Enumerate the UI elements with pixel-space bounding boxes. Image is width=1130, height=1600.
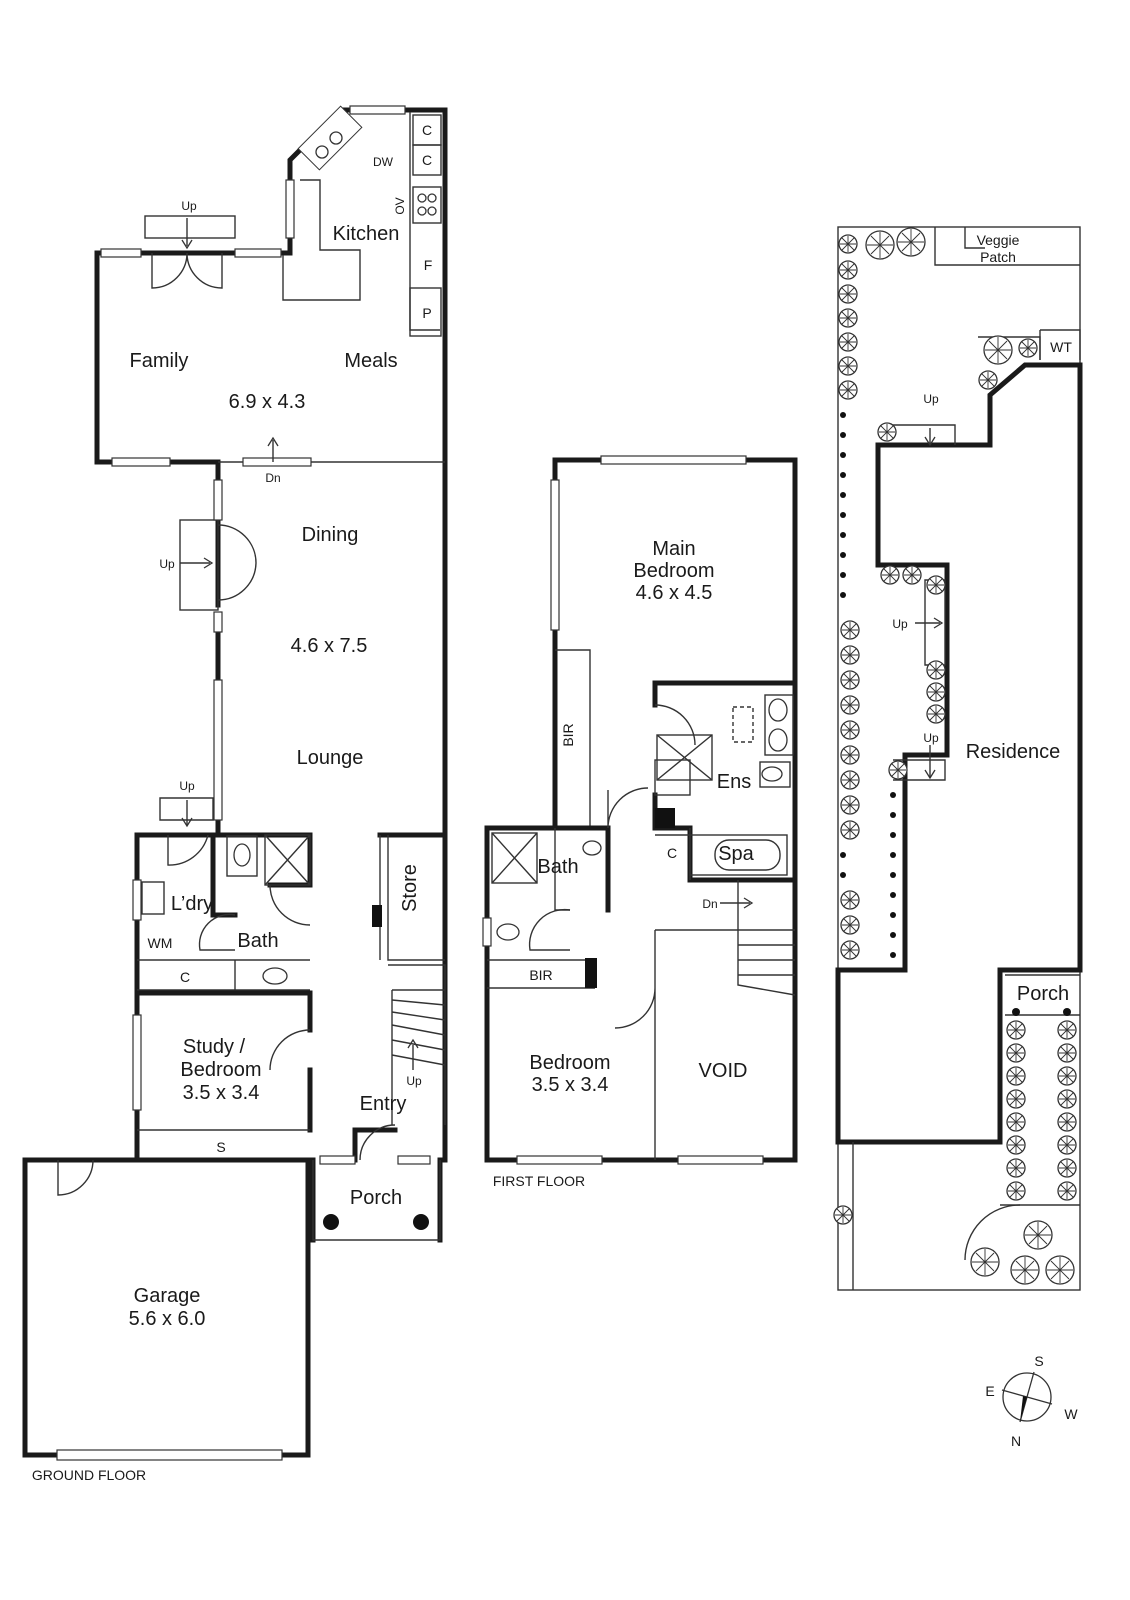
study-label-line1: Study / [183, 1036, 246, 1058]
oven-cooktop [412, 186, 442, 224]
ground-bath-label: Bath [237, 930, 278, 952]
pantry [409, 287, 442, 337]
first-floor-caption: FIRST FLOOR [493, 1173, 585, 1189]
study-s-label: S [216, 1139, 225, 1155]
compass-e-label: E [985, 1383, 994, 1399]
void-label: VOID [699, 1060, 748, 1082]
dining-up-label: Up [159, 557, 175, 571]
entry-label: Entry [360, 1093, 407, 1115]
compass-w-label: W [1064, 1406, 1078, 1422]
site-trees [833, 227, 1077, 1285]
first-bath-label: Bath [537, 856, 578, 878]
water-tank-label: WT [1050, 339, 1072, 355]
store-label: Store [399, 864, 421, 912]
garage-label: Garage [134, 1285, 201, 1307]
ensuite-c-label: C [667, 845, 677, 861]
main-bedroom-label-line2: Bedroom [633, 560, 714, 582]
kitchen-label: Kitchen [333, 223, 400, 245]
site-up-label-2: Up [892, 617, 908, 631]
main-bir-label: BIR [560, 723, 576, 746]
kitchen-sink [297, 105, 363, 171]
fridge-label: F [424, 257, 433, 273]
first-floor-shower [491, 832, 538, 884]
ground-shower [264, 834, 311, 886]
stairs-dn-label: Dn [702, 897, 717, 911]
dining-dn-label: Dn [265, 471, 280, 485]
stairs-up-label: Up [406, 1074, 422, 1088]
ground-porch-label: Porch [350, 1187, 402, 1209]
family-up-label: Up [181, 199, 197, 213]
dining-label: Dining [302, 524, 359, 546]
spa-label: Spa [718, 843, 754, 865]
site-porch-label: Porch [1017, 983, 1069, 1005]
lounge-size-label: 4.6 x 7.5 [291, 635, 368, 657]
ground-floor-caption: GROUND FLOOR [32, 1467, 146, 1483]
spa-bath [714, 839, 781, 871]
cupboard-c2 [412, 144, 442, 176]
compass-s-label: S [1034, 1353, 1043, 1369]
family-label: Family [130, 350, 189, 372]
site-up-label-3: Up [923, 731, 939, 745]
oven-label: OV [393, 197, 407, 214]
compass-labels: S E W N [985, 1353, 1078, 1449]
veggie-patch-label-line2: Patch [980, 249, 1016, 265]
family-size-label: 6.9 x 4.3 [229, 391, 306, 413]
site-plan-labels: Veggie Patch WT Up Up Up Residence Porch [892, 232, 1072, 1005]
study-label-line2: Bedroom [180, 1059, 261, 1081]
cupboard-c2-label: C [422, 152, 432, 168]
residence-outline [835, 362, 1083, 1145]
main-bedroom-label-line1: Main [652, 538, 695, 560]
garage-size-label: 5.6 x 6.0 [129, 1308, 206, 1330]
study-size-label: 3.5 x 3.4 [183, 1082, 260, 1104]
compass-n-label: N [1011, 1433, 1021, 1449]
ground-floor-plan [22, 105, 448, 1461]
cupboard-c1-label: C [422, 122, 432, 138]
bedroom-size-label: 3.5 x 3.4 [532, 1074, 609, 1096]
ground-floor-outer-wall [22, 107, 448, 1458]
linen-c-label: C [180, 969, 190, 985]
compass-rose [1001, 1371, 1053, 1423]
bedroom-bir-label: BIR [529, 967, 552, 983]
laundry-up-label: Up [179, 779, 195, 793]
site-up-label-1: Up [923, 392, 939, 406]
ensuite-shower [656, 734, 713, 781]
site-plan [833, 226, 1083, 1291]
meals-label: Meals [344, 350, 397, 372]
bedroom-label: Bedroom [529, 1052, 610, 1074]
laundry-label: L’dry [171, 893, 213, 915]
ensuite-label: Ens [717, 771, 751, 793]
lounge-label: Lounge [297, 747, 364, 769]
washing-machine-label: WM [148, 935, 173, 951]
pantry-label: P [422, 305, 431, 321]
main-bedroom-size-label: 4.6 x 4.5 [636, 582, 713, 604]
first-floor-plan [482, 455, 798, 1165]
dishwasher-label: DW [373, 155, 394, 169]
ground-floor-labels: Family Meals 6.9 x 4.3 Kitchen C C DW OV… [32, 122, 432, 1483]
residence-label: Residence [966, 741, 1061, 763]
first-floor-labels: Main Bedroom 4.6 x 4.5 BIR Ens Spa C Bat… [493, 538, 755, 1189]
veggie-patch-label-line1: Veggie [977, 232, 1020, 248]
